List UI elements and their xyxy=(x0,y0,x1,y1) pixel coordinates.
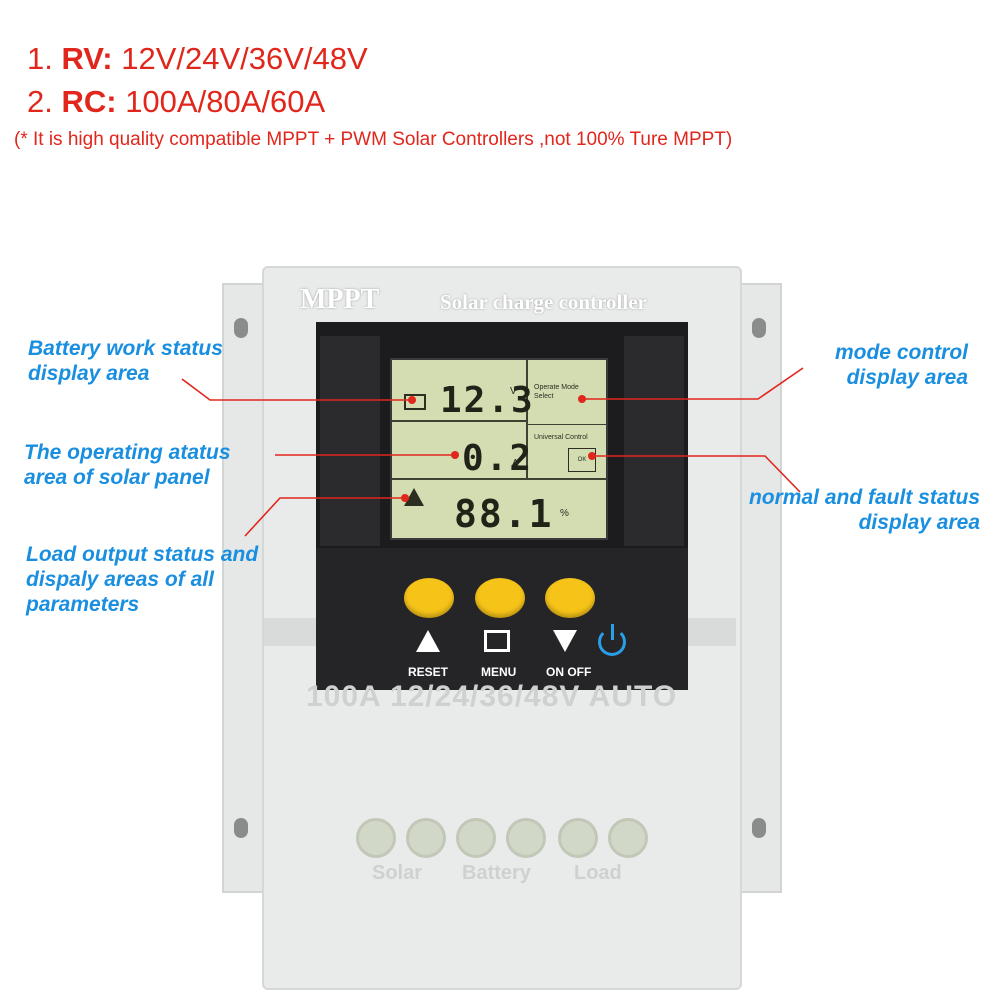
spec-line-rv: 1. RV: 12V/24V/36V/48V xyxy=(27,42,368,76)
terminal-screw-icon xyxy=(558,818,598,858)
terminal-screw-icon xyxy=(608,818,648,858)
leader-dot-load xyxy=(401,494,409,502)
callout-fault: normal and fault status display area xyxy=(749,485,980,535)
spec-note: (* It is high quality compatible MPPT + … xyxy=(14,129,733,150)
spec-line-rc: 2. RC: 100A/80A/60A xyxy=(27,85,325,119)
callout-mode-line2: display area xyxy=(846,366,968,389)
lcd-divider xyxy=(526,360,528,480)
down-arrow-icon xyxy=(553,630,577,652)
leader-dot-solar xyxy=(451,451,459,459)
lcd-current-unit: A xyxy=(512,458,519,469)
leader-load xyxy=(244,497,405,537)
spec-rc-value: 100A/80A/60A xyxy=(116,84,326,119)
callout-fault-line1: normal and fault status xyxy=(748,486,980,509)
leader-dot-fault xyxy=(588,452,596,460)
leader-fault xyxy=(592,455,801,493)
mount-hole-icon xyxy=(752,318,766,338)
callout-solar-line1: The operating atatus xyxy=(24,441,231,464)
lcd-divider xyxy=(392,478,606,480)
leader-battery xyxy=(181,378,412,401)
button-panel xyxy=(316,548,688,690)
lcd-percent-unit: % xyxy=(560,508,569,519)
callout-load-line2: dispaly areas of all xyxy=(26,568,214,591)
spec-rv-value: 12V/24V/36V/48V xyxy=(112,41,368,76)
callout-load-line1: Load output status and xyxy=(26,543,259,566)
lcd-current: 0.2 xyxy=(462,438,534,479)
callout-fault-line2: display area xyxy=(858,511,980,534)
lcd-divider xyxy=(528,424,606,425)
lcd-mode-label-2: Select xyxy=(534,393,554,400)
callout-battery-line2: display area xyxy=(28,362,150,385)
menu-icon xyxy=(484,630,510,652)
power-icon xyxy=(598,628,626,656)
onoff-button[interactable] xyxy=(545,578,595,618)
callout-battery: Battery work status display area xyxy=(28,336,223,386)
mount-hole-icon xyxy=(752,818,766,838)
spec-rv-prefix: 1. xyxy=(27,41,62,76)
reset-label: RESET xyxy=(408,665,449,679)
lcd-screen: 12.3 V 0.2 A 88.1 % Operate Mode Select … xyxy=(390,358,608,540)
up-arrow-icon xyxy=(416,630,440,652)
reset-button[interactable] xyxy=(404,578,454,618)
lcd-mode-label: Operate Mode xyxy=(534,384,579,391)
terminal-label-battery: Battery xyxy=(462,862,531,884)
terminal-screw-icon xyxy=(406,818,446,858)
right-bezel xyxy=(624,336,684,546)
terminal-screw-icon xyxy=(356,818,396,858)
callout-load-line3: parameters xyxy=(26,593,140,616)
mount-hole-icon xyxy=(234,818,248,838)
leader-dot-mode xyxy=(578,395,586,403)
terminal-screw-icon xyxy=(506,818,546,858)
lcd-voltage-unit: V xyxy=(510,386,517,397)
spec-rc-key: RC: xyxy=(61,84,117,119)
load-icon xyxy=(404,488,424,506)
lcd-divider xyxy=(392,420,526,422)
terminal-screw-icon xyxy=(456,818,496,858)
model-label: 100A 12/24/36/48V AUTO xyxy=(306,680,678,713)
spec-rc-prefix: 2. xyxy=(27,84,62,119)
brand-label: MPPT xyxy=(300,284,380,315)
subtitle-label: Solar charge controller xyxy=(440,290,647,314)
callout-solar: The operating atatus area of solar panel xyxy=(24,440,231,490)
battery-icon xyxy=(404,394,426,410)
menu-button[interactable] xyxy=(475,578,525,618)
lcd-voltage: 12.3 xyxy=(440,380,535,421)
leader-dot-battery xyxy=(408,396,416,404)
onoff-label: ON OFF xyxy=(546,665,592,679)
spec-rv-key: RV: xyxy=(61,41,113,76)
callout-mode-line1: mode control xyxy=(834,341,968,364)
lcd-control-label: Universal Control xyxy=(534,434,588,441)
right-bracket xyxy=(738,283,782,893)
callout-solar-line2: area of solar panel xyxy=(24,466,210,489)
mount-hole-icon xyxy=(234,318,248,338)
menu-label: MENU xyxy=(481,665,517,679)
power-icon-bar xyxy=(611,624,614,640)
terminal-label-load: Load xyxy=(574,862,622,884)
callout-mode: mode control display area xyxy=(835,340,968,390)
leader-mode xyxy=(582,367,804,400)
terminal-label-solar: Solar xyxy=(372,862,423,884)
callout-load: Load output status and dispaly areas of … xyxy=(26,542,258,617)
left-bezel xyxy=(320,336,380,546)
lcd-percent: 88.1 xyxy=(454,492,554,536)
lcd-status-box: OK xyxy=(568,448,596,472)
callout-battery-line1: Battery work status xyxy=(28,337,223,360)
